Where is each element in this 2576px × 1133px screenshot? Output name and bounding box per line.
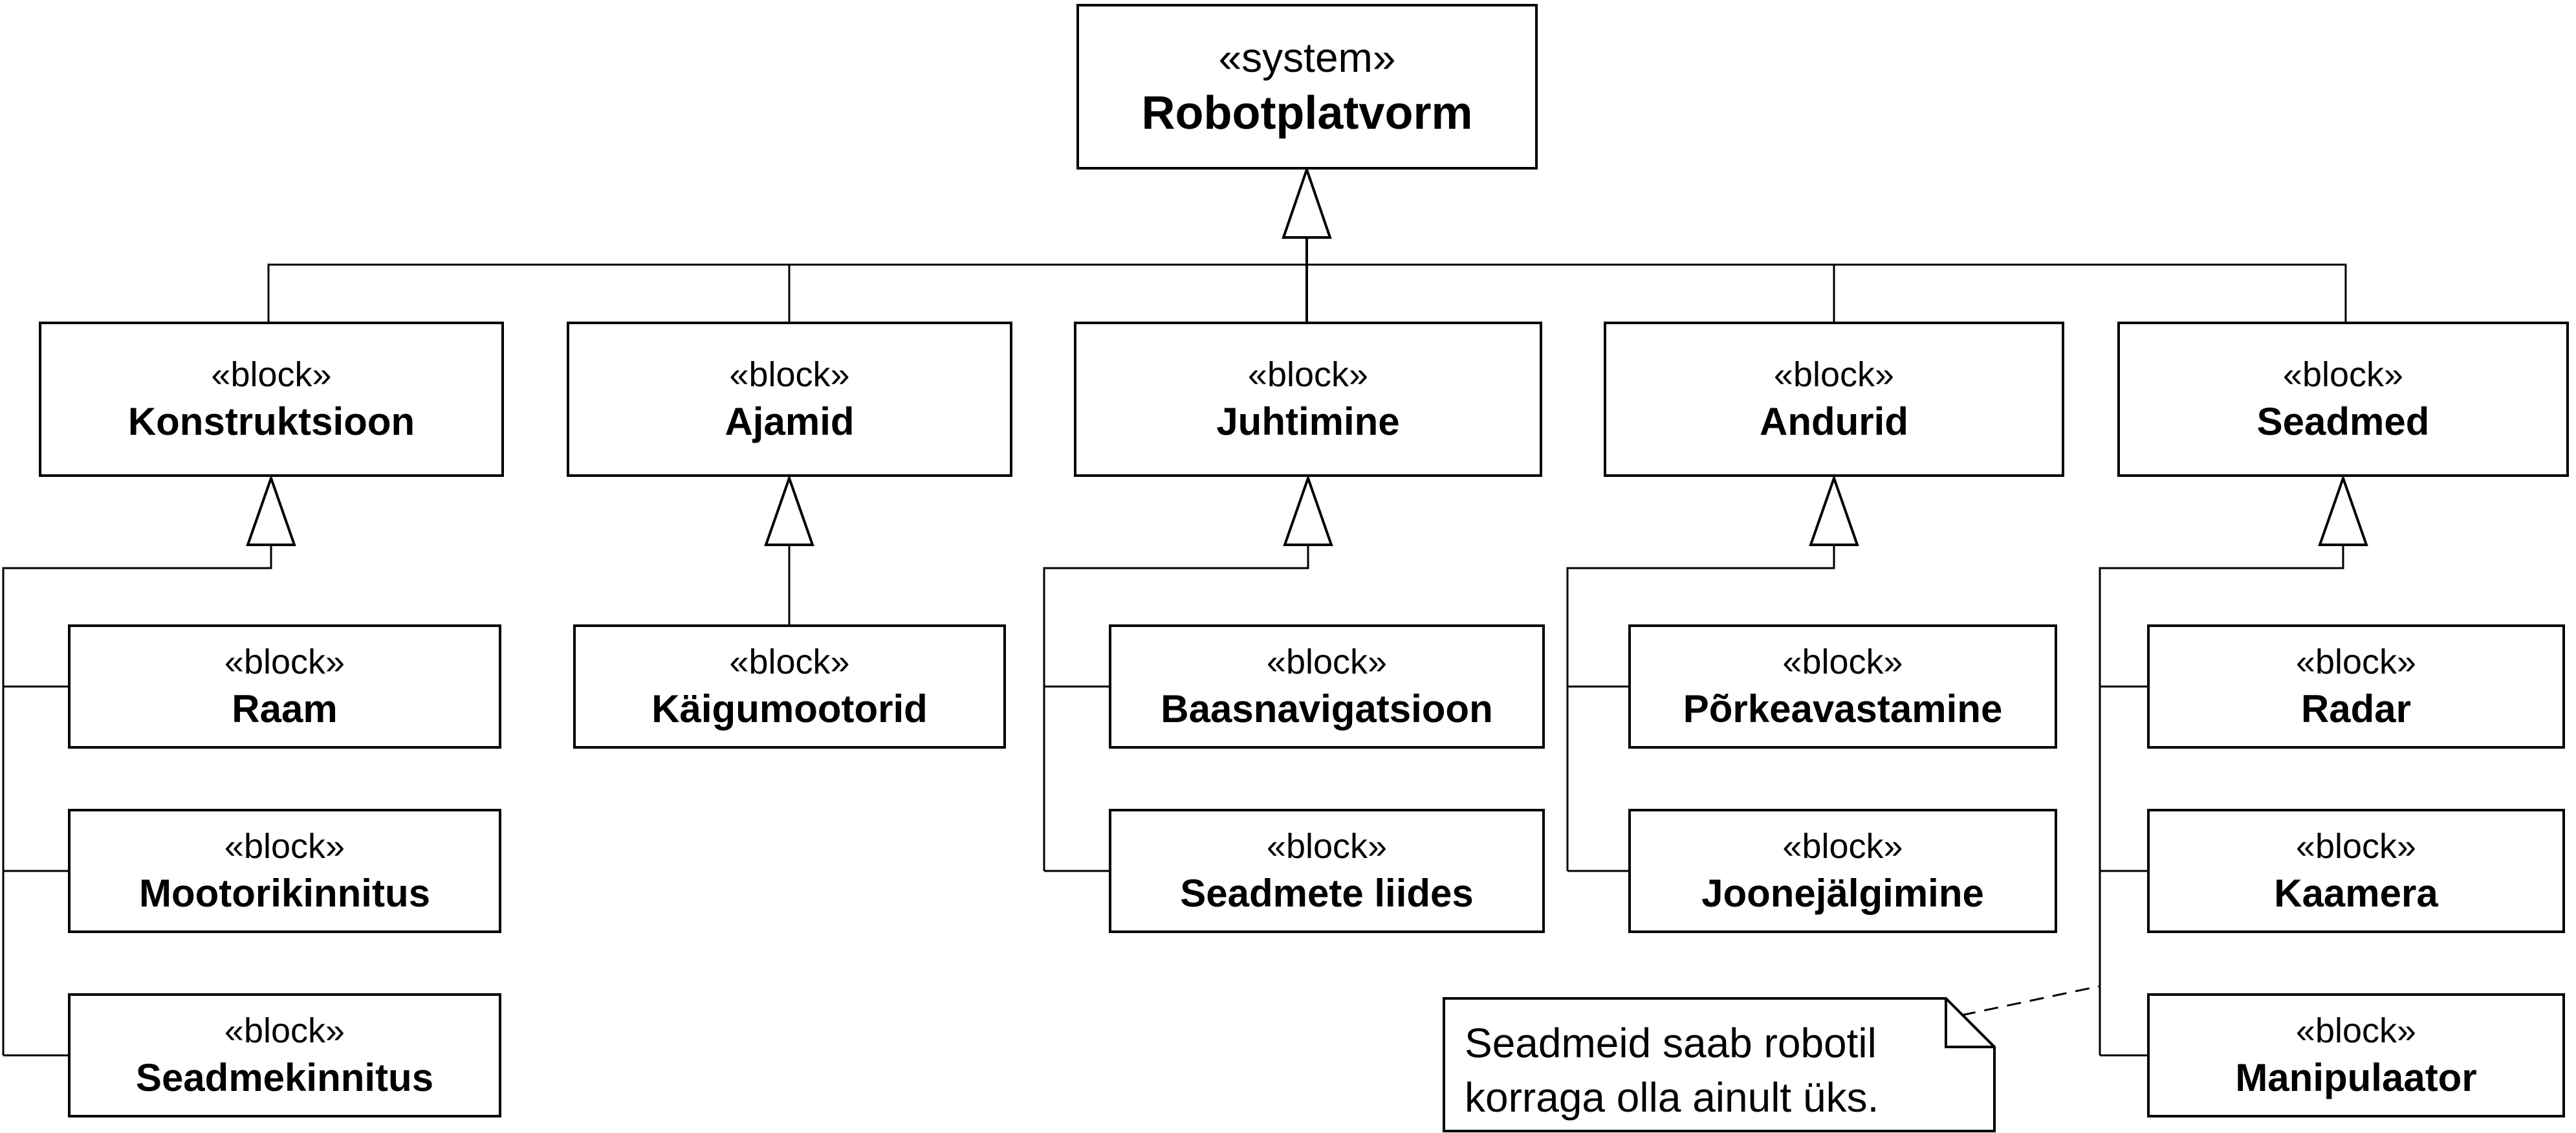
block-mootorikinnitus[interactable]: «block» Mootorikinnitus [68,809,501,933]
block-stereotype: «block» [2295,643,2417,681]
generalization-arrow-icon-andurid [1809,474,1859,546]
block-kaamera[interactable]: «block» Kaamera [2147,809,2565,933]
block-raam[interactable]: «block» Raam [68,624,501,749]
block-name: Käigumootorid [651,687,928,731]
block-seadmekinnitus[interactable]: «block» Seadmekinnitus [68,993,501,1117]
block-name: Manipulaator [2235,1056,2477,1099]
block-stereotype: «block» [729,355,850,394]
seadmed-trunk-line [2099,545,2344,1055]
juhtimine-trunk-line [1043,545,1309,871]
block-stereotype: «block» [224,1011,345,1050]
block-name: Joonejälgimine [1701,872,1984,915]
block-name: Robotplatvorm [1141,87,1473,139]
block-stereotype: «system» [1218,34,1396,81]
block-name: Konstruktsioon [127,400,415,443]
block-stereotype: «block» [224,827,345,866]
block-stereotype: «block» [1266,643,1388,681]
block-name: Raam [232,687,338,731]
note-shape[interactable] [1443,997,1996,1132]
andurid-trunk-line [1566,545,1835,871]
block-name: Mootorikinnitus [139,872,430,915]
block-ajamid[interactable]: «block» Ajamid [567,322,1012,477]
block-name: Seadmekinnitus [135,1056,434,1099]
block-name: Juhtimine [1216,400,1400,443]
block-name: Ajamid [725,400,855,443]
block-radar[interactable]: «block» Radar [2147,624,2565,749]
block-baasnavigatsioon[interactable]: «block» Baasnavigatsioon [1109,624,1545,749]
block-name: Seadmed [2256,400,2430,443]
block-stereotype: «block» [211,355,332,394]
block-name: Andurid [1760,400,1908,443]
block-name: Radar [2300,687,2412,731]
block-seadmed[interactable]: «block» Seadmed [2117,322,2569,477]
block-stereotype: «block» [224,643,345,681]
konstruktsioon-trunk-line [2,545,272,1055]
block-juhtimine[interactable]: «block» Juhtimine [1074,322,1542,477]
distribution-line [267,263,2347,322]
block-name: Baasnavigatsioon [1161,687,1493,731]
note-line: korraga olla ainult üks. [1465,1074,1879,1121]
generalization-arrow-icon-konstruktsioon [246,474,296,546]
note-comment[interactable]: Seadmeid saab robotil korraga olla ainul… [1465,1016,1982,1125]
generalization-arrow-icon-robotplatvorm [1282,165,1332,239]
block-stereotype: «block» [1782,643,1903,681]
block-andurid[interactable]: «block» Andurid [1604,322,2064,477]
block-stereotype: «block» [729,643,850,681]
block-stereotype: «block» [1247,355,1369,394]
note-fold-corner-icon [1945,998,1994,1048]
block-stereotype: «block» [1782,827,1903,866]
block-name: Põrkeavastamine [1683,687,2003,731]
block-name: Seadmete liides [1180,872,1474,915]
block-konstruktsioon[interactable]: «block» Konstruktsioon [39,322,504,477]
block-manipulaator[interactable]: «block» Manipulaator [2147,993,2565,1117]
block-kaigumootorid[interactable]: «block» Käigumootorid [573,624,1006,749]
block-robotplatvorm[interactable]: «system» Robotplatvorm [1076,4,1538,170]
note-anchor-dashed-line [1961,985,2101,1017]
block-stereotype: «block» [2295,1011,2417,1050]
note-line: Seadmeid saab robotil [1465,1020,1877,1066]
block-seadmete-liides[interactable]: «block» Seadmete liides [1109,809,1545,933]
block-stereotype: «block» [2282,355,2404,394]
block-name: Kaamera [2274,872,2438,915]
generalization-arrow-icon-seadmed [2318,474,2368,546]
block-stereotype: «block» [2295,827,2417,866]
block-stereotype: «block» [1773,355,1895,394]
block-porkeavastamine[interactable]: «block» Põrkeavastamine [1628,624,2057,749]
block-joonejalgimine[interactable]: «block» Joonejälgimine [1628,809,2057,933]
generalization-arrow-icon-ajamid [764,474,814,546]
block-stereotype: «block» [1266,827,1388,866]
generalization-arrow-icon-juhtimine [1283,474,1333,546]
